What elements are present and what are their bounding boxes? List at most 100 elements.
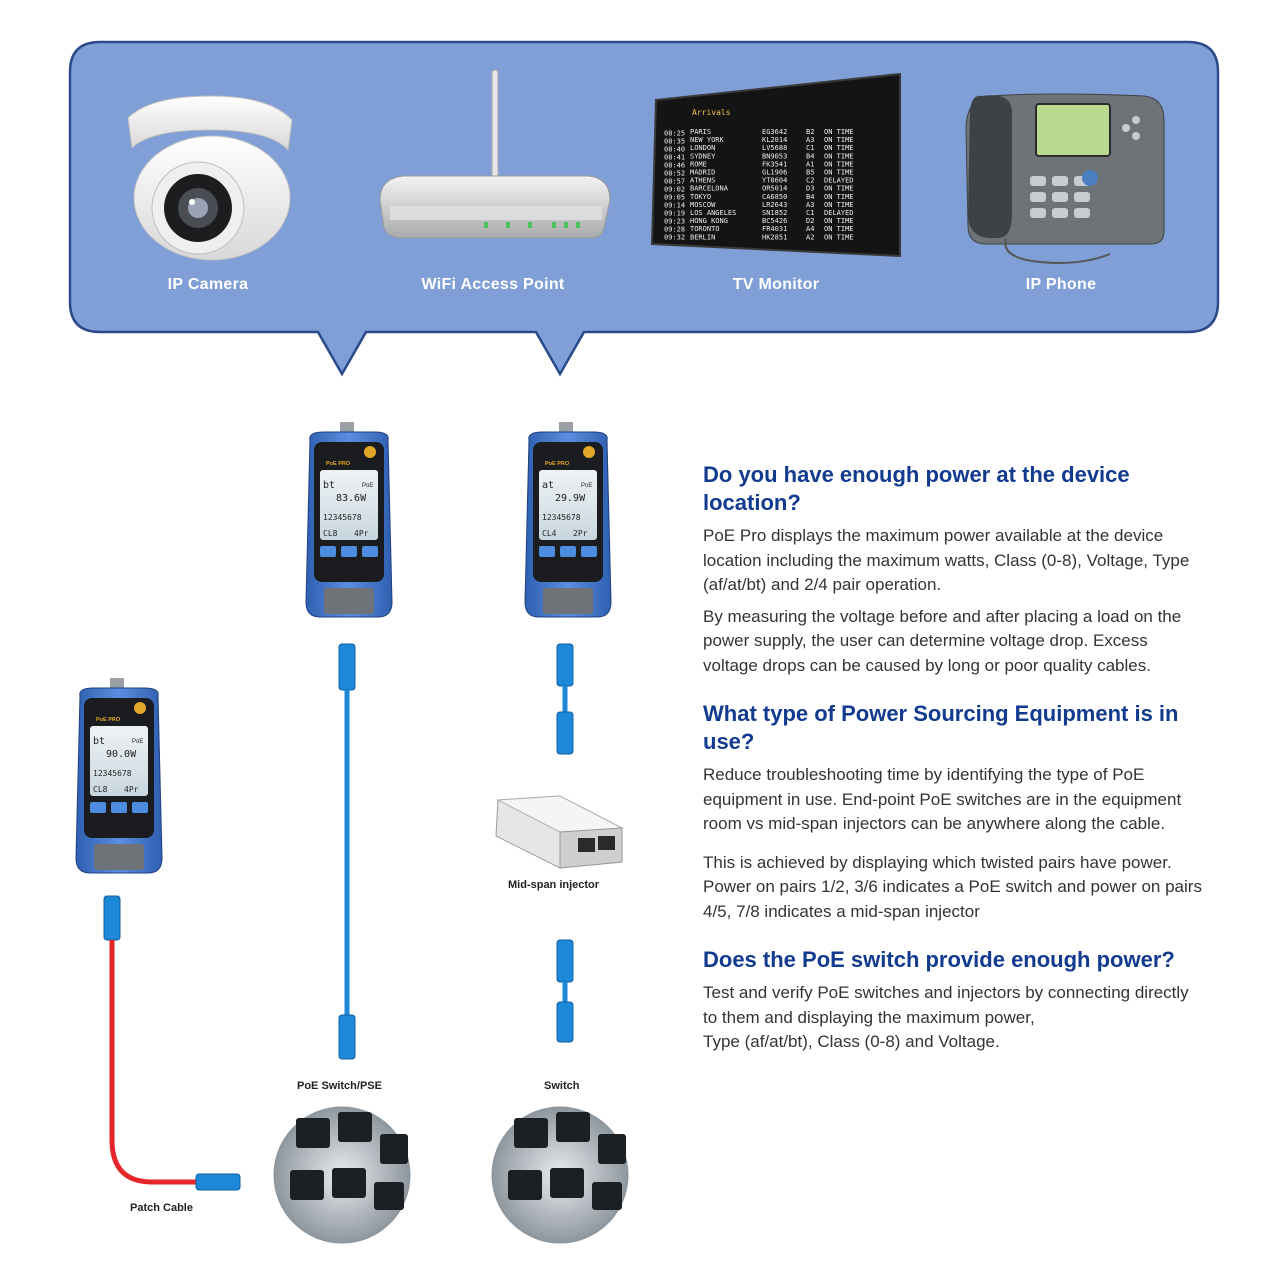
tv-city: TOKYO xyxy=(690,193,711,201)
section-pse-type: What type of Power Sourcing Equipment is… xyxy=(703,700,1203,924)
tv-status: ON TIME xyxy=(824,160,854,168)
patch-cable-red xyxy=(103,895,241,1191)
tv-status: DELAYED xyxy=(824,209,854,217)
tester-pairs: 12345678 xyxy=(323,513,362,522)
device-panel xyxy=(68,40,1220,377)
tester-lcd xyxy=(320,470,378,540)
tv-gate: A3 xyxy=(806,136,814,144)
tv-time: 09:05 xyxy=(664,193,685,201)
switch-ports-icon xyxy=(491,1106,629,1244)
ip-camera-label: IP Camera xyxy=(167,276,249,293)
tv-time: 08:25 xyxy=(664,129,685,137)
tester-brand: PoE PRO xyxy=(545,461,570,467)
patch-cable-blue-2 xyxy=(556,643,574,755)
tester-pair-mode: 4Pr xyxy=(354,529,369,538)
tv-board-row: 09:02 BARCELONA OR5014 D3 ON TIME xyxy=(664,185,854,194)
tv-city: HONG KONG xyxy=(690,217,728,225)
tv-flight: CA6850 xyxy=(762,193,787,201)
tv-flight: EG3642 xyxy=(762,128,787,136)
tv-time: 09:14 xyxy=(664,201,685,209)
poe-switch-ports-icon xyxy=(273,1106,411,1244)
text-column: Do you have enough power at the device l… xyxy=(703,461,1203,1062)
tv-time: 08:35 xyxy=(664,137,685,145)
tv-city: MOSCOW xyxy=(690,201,716,209)
wifi-access-point-label: WiFi Access Point xyxy=(421,276,565,293)
tester-led xyxy=(134,702,146,714)
tv-gate: C1 xyxy=(806,209,814,217)
tv-gate: B4 xyxy=(806,152,814,160)
tv-status: ON TIME xyxy=(824,152,854,160)
mid-span-injector-icon xyxy=(495,795,624,869)
tv-time: 08:52 xyxy=(664,169,685,177)
tester-button xyxy=(539,546,555,557)
tester-base xyxy=(324,588,374,614)
ip-phone-icon xyxy=(965,93,1165,264)
tester-lcd xyxy=(539,470,597,540)
tv-gate: A3 xyxy=(806,201,814,209)
tester-watts: 83.6W xyxy=(336,493,367,504)
tv-city: BERLIN xyxy=(690,233,715,241)
tv-gate: D3 xyxy=(806,185,814,193)
tv-city: PARIS xyxy=(690,128,711,136)
tv-city: TORONTO xyxy=(690,225,720,233)
tester-poe: PoE xyxy=(362,483,373,489)
tv-flight: FK3541 xyxy=(762,160,787,168)
tv-city: SYDNEY xyxy=(690,152,716,160)
tv-flight: SN1852 xyxy=(762,209,787,217)
tv-status: ON TIME xyxy=(824,128,854,136)
wifi-access-point-icon xyxy=(379,69,611,239)
section-paragraph: Reduce troubleshooting time by identifyi… xyxy=(703,765,1182,833)
tv-flight: BC5426 xyxy=(762,217,787,225)
tv-status: ON TIME xyxy=(824,217,854,225)
tester-brand: PoE PRO xyxy=(96,717,121,723)
tv-flight: KL2014 xyxy=(762,136,787,144)
tv-flight: GL1906 xyxy=(762,169,787,177)
tv-board-title: Arrivals xyxy=(692,108,731,117)
tester-watts: 29.9W xyxy=(555,493,586,504)
tv-gate: A1 xyxy=(806,160,814,168)
tv-flight: BN9053 xyxy=(762,152,787,160)
tv-time: 09:02 xyxy=(664,185,685,193)
tv-city: BARCELONA xyxy=(690,185,729,193)
tester-class: CL8 xyxy=(93,785,108,794)
patch-cable-blue-1 xyxy=(338,643,356,1060)
ip-camera-icon xyxy=(127,95,293,261)
tester-mode: bt xyxy=(323,480,335,491)
tv-time: 08:41 xyxy=(664,153,685,161)
patch-cable-blue-3 xyxy=(556,939,574,1043)
tv-city: NEW YORK xyxy=(690,136,725,144)
tester-led xyxy=(583,446,595,458)
tester-mode: at xyxy=(542,480,554,491)
tester-class: CL4 xyxy=(542,529,557,538)
tester-watts: 90.0W xyxy=(106,749,137,760)
tv-board-row: 08:41 SYDNEY BN9053 B4 ON TIME xyxy=(664,152,854,161)
section-paragraph: Test and verify PoE switches and injecto… xyxy=(703,983,1189,1027)
tv-time: 09:32 xyxy=(664,233,685,241)
tv-gate: B4 xyxy=(806,193,814,201)
tv-status: ON TIME xyxy=(824,144,854,152)
tv-city: MADRID xyxy=(690,169,715,177)
tester-poe: PoE xyxy=(132,739,143,745)
poe-switch-label: PoE Switch/PSE xyxy=(297,1080,382,1092)
tv-flight: OR5014 xyxy=(762,185,787,193)
tv-monitor-label: TV Monitor xyxy=(732,276,820,293)
tv-status: ON TIME xyxy=(824,185,854,193)
tv-flight: LV5688 xyxy=(762,144,787,152)
tv-time: 09:28 xyxy=(664,225,685,233)
tester-lcd xyxy=(90,726,148,796)
switch-label: Switch xyxy=(544,1080,580,1092)
section-heading: Do you have enough power at the device l… xyxy=(703,462,1130,515)
tv-time: 09:23 xyxy=(664,217,685,225)
tv-time: 09:19 xyxy=(664,209,685,217)
tv-time: 08:40 xyxy=(664,145,685,153)
